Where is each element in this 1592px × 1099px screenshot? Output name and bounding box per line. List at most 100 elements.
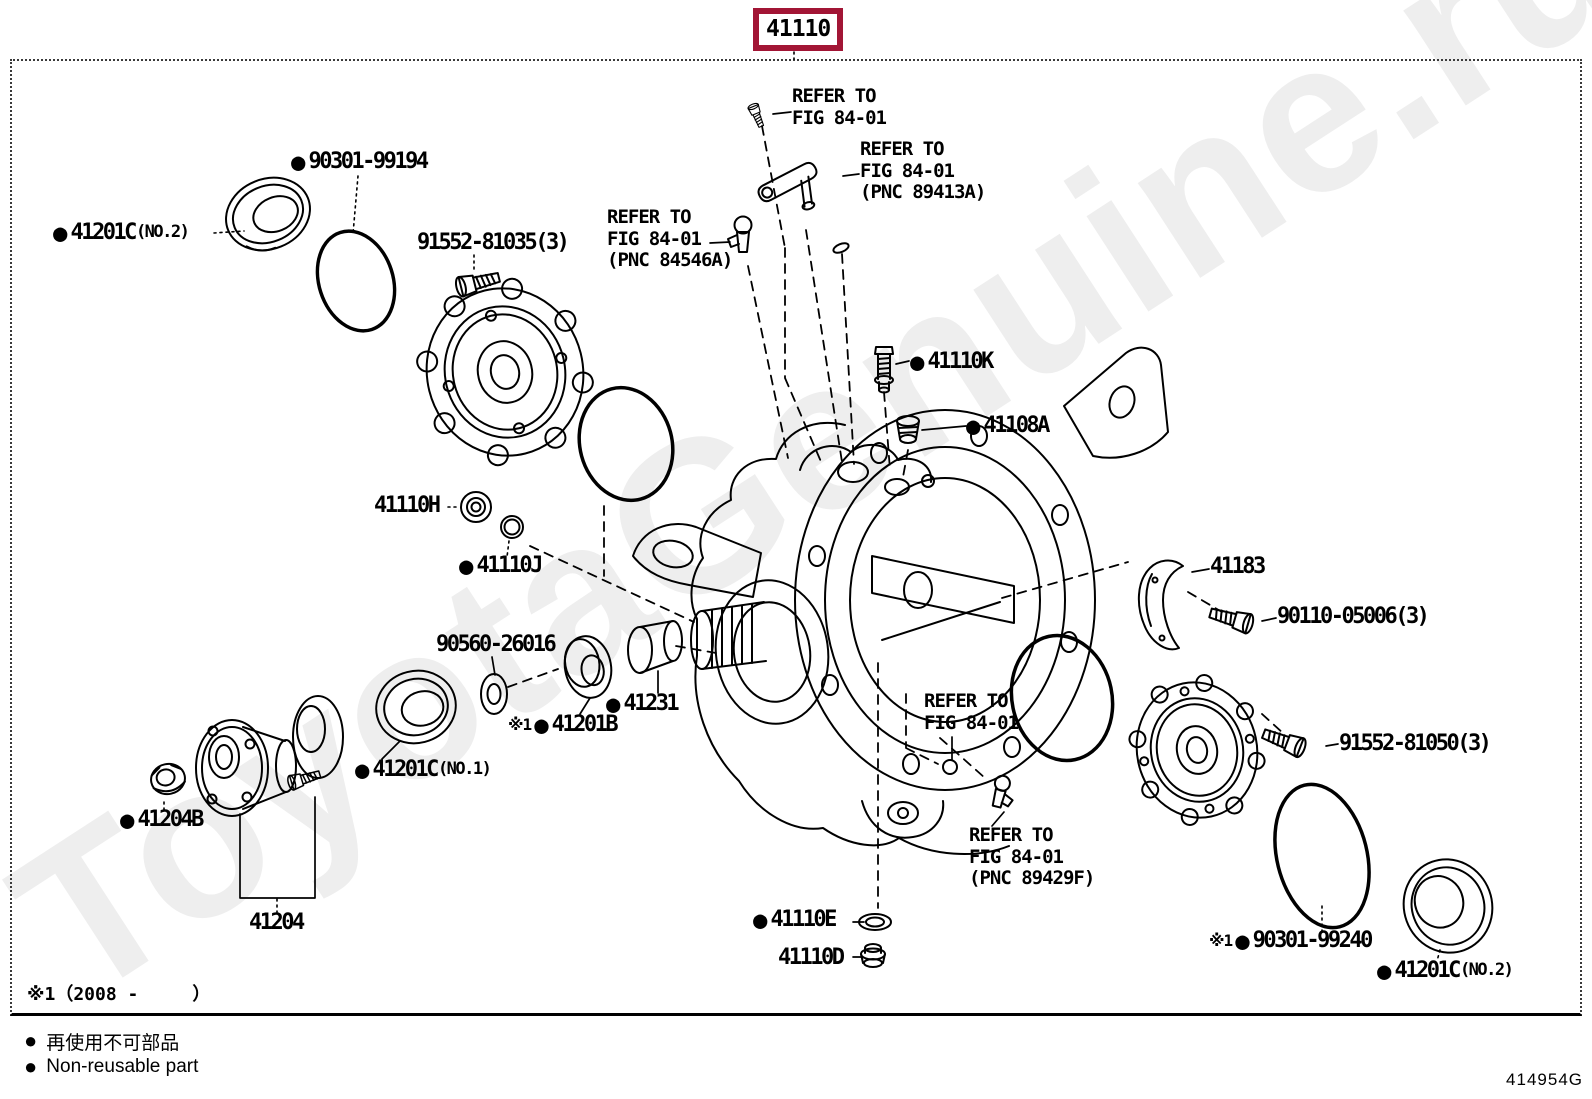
part-number-text: 90560-26016 [436,632,557,657]
part-label-41201B[interactable]: ※1●41201B [508,710,619,739]
solid-leader-lines [239,111,1339,958]
hub-lock-nut-icon [150,762,186,796]
part-number-text: 41231 [623,691,679,716]
part-number-text: 90110-05006(3) [1277,604,1430,629]
part-label-41183[interactable]: 41183 [1210,554,1266,579]
part-number-text: 41110K [927,349,994,374]
footnote-year-range: ※1（2008 - ） [27,984,211,1005]
part-label-41110D[interactable]: 41110D [778,945,845,970]
part-number-text: 41201C [1394,958,1461,983]
o-ring-left-icon [315,229,397,333]
part-number-text: 90301-99194 [308,149,429,174]
non-reusable-bullet-icon: ● [1377,956,1392,985]
part-label-41204B[interactable]: ●41204B [120,805,204,834]
non-reusable-bullet-icon: ● [966,411,981,440]
dust-deflector-icon [292,695,344,779]
part-label-90110-05006[interactable]: 90110-05006(3) [1277,604,1430,629]
legend: ● 再使用不可部品 ● Non-reusable part [24,1028,198,1080]
selected-part-number: 41110 [766,16,831,42]
refer-note-line: REFER TO [860,138,945,160]
part-number-text: 41204B [137,807,204,832]
part-number-text: 41183 [1210,554,1266,579]
side-bearing-retainer-right [1128,674,1266,826]
note-ref-marker: ※1 [508,715,532,734]
dashed-leader-lines [507,125,1285,909]
part-label-41110H[interactable]: 41110H [374,494,441,517]
axle-hub-icon [195,719,297,817]
part-label-41108A[interactable]: ●41108A [966,411,1050,440]
part-label-41201C-no1[interactable]: ●41201C(NO.1) [355,755,492,784]
part-label-90301-99194[interactable]: ●90301-99194 [291,147,429,176]
spacer-41231-icon [627,620,683,674]
selected-part-number-box[interactable]: 41110 [753,8,844,51]
drawing-number: 414954G [1506,1070,1583,1089]
legend-row-en: ● Non-reusable part [24,1054,198,1080]
refer-note-line: REFER TO [792,85,877,107]
legend-row-jp: ● 再使用不可部品 [24,1028,198,1054]
part-label-91552-81035[interactable]: 91552-81035(3) [417,230,570,255]
part-number-text: 91552-81035(3) [417,230,570,255]
refer-note-line: FIG 84-01 [860,159,955,182]
non-reusable-bullet-icon: ● [534,710,549,739]
refer-note-line: REFER TO [924,690,1009,712]
oil-seal-front-left [225,176,311,252]
sensor-89429f-icon [991,774,1014,809]
non-reusable-bullet-icon: ● [355,755,370,784]
part-number-suffix: (NO.2) [135,222,190,242]
part-label-41201C-no2-b[interactable]: ●41201C(NO.2) [1377,956,1514,985]
part-label-91552-81050[interactable]: 91552-81050(3) [1339,732,1492,755]
oil-seal-rear-right-icon [1402,858,1494,954]
part-label-41204[interactable]: 41204 [249,911,305,934]
side-bearing-retainer-left [416,277,594,467]
non-reusable-bullet-icon: ● [291,147,306,176]
non-reusable-bullet-icon: ● [753,905,768,934]
legend-text-jp: 再使用不可部品 [46,1032,180,1054]
o-ring-mid-icon [577,385,675,503]
diagram-frame [10,59,1582,1016]
refer-note-line: (PNC 89413A) [860,181,986,203]
non-reusable-bullet-icon: ● [24,1054,38,1079]
non-reusable-bullet-icon: ● [24,1028,38,1053]
temp-sensor-icon [727,215,753,253]
o-ring-small-mid-icon [942,759,958,775]
part-label-41231[interactable]: ●41231 [606,691,680,716]
o-ring-right-icon [1009,633,1115,763]
part-number-text: 41110J [476,553,543,578]
speed-sensor-icon [757,161,818,211]
legend-text-en: Non-reusable part [46,1056,199,1077]
part-number-text: 41201C [70,220,137,245]
part-number-text: 90301-99240 [1252,928,1374,953]
refer-note-line: FIG 84-01 [969,845,1064,868]
breather-plug-icon [874,346,894,394]
ring-41110j-icon [500,515,524,539]
differential-carrier-housing [632,346,1169,855]
note-ref-marker: ※1 [1209,931,1233,950]
part-label-90301-99240[interactable]: ※1●90301-99240 [1209,926,1374,955]
o-ring-90301-99240-icon [1273,782,1371,930]
non-reusable-bullet-icon: ● [1235,926,1250,955]
cap-41110h-icon [460,491,492,523]
shield-41183-icon [1137,559,1184,651]
refer-note-line: (PNC 89429F) [969,867,1095,889]
o-ring-small-top-icon [832,242,850,254]
part-label-41110J[interactable]: ●41110J [459,553,543,578]
part-label-41110K[interactable]: ●41110K [910,349,994,374]
part-label-41110E[interactable]: ●41110E [753,905,837,934]
non-reusable-bullet-icon: ● [120,805,135,834]
part-number-suffix: (NO.2) [1459,960,1514,980]
part-number-text: 41110D [778,945,845,970]
bearing-41201b-icon [563,635,613,699]
refer-note-line: (PNC 84546A) [607,249,733,271]
refer-note-line: REFER TO [607,206,692,228]
part-label-90560-26016[interactable]: 90560-26016 [436,632,557,657]
part-label-41201C-no2[interactable]: ●41201C(NO.2) [53,220,190,245]
refer-note-line: FIG 84-01 [792,106,887,129]
